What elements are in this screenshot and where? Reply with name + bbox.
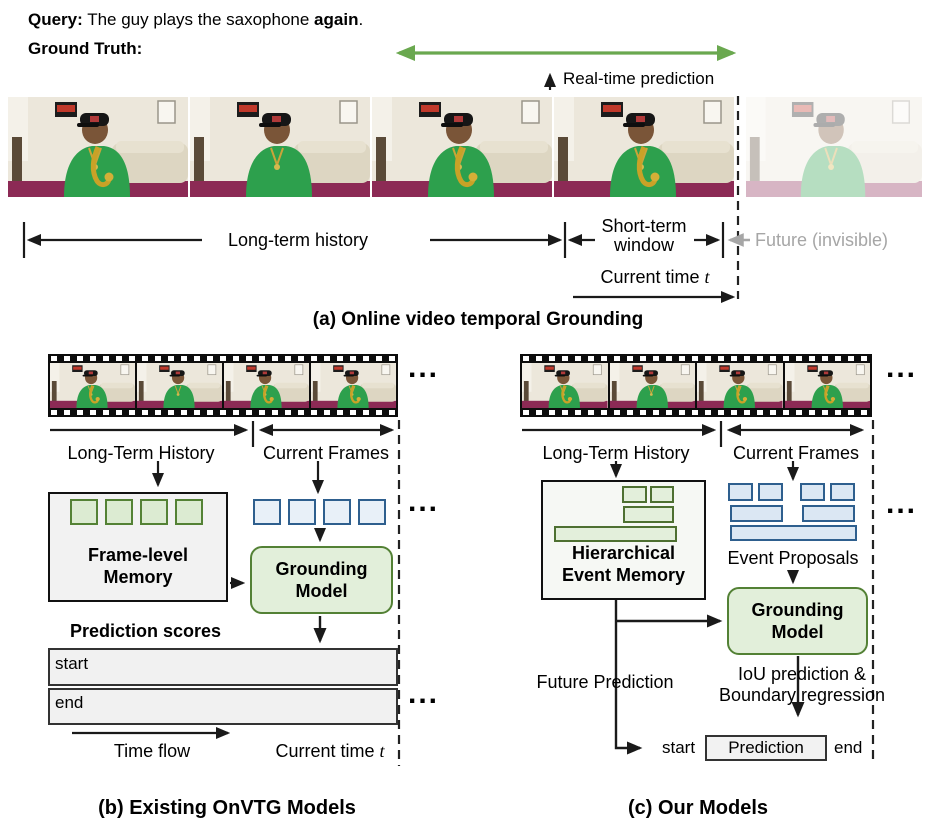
iou-boundary-label: IoU prediction &Boundary regression <box>718 664 886 705</box>
strip-frame <box>609 363 695 408</box>
event-proposal-segment <box>758 483 783 501</box>
event-proposal-segment-mid <box>730 505 783 522</box>
c-current-frames-label: Current Frames <box>732 443 860 463</box>
current-time-label-a: Current time t <box>600 267 710 287</box>
ellipsis-b-strip: ... <box>408 351 440 384</box>
video-frame-art <box>746 97 922 197</box>
start-score-plot <box>48 648 398 686</box>
query-label: Query: <box>28 10 83 29</box>
time-flow-label: Time flow <box>113 741 191 761</box>
memory-event-segment-long <box>554 526 677 542</box>
ellipsis-b-scores: ... <box>408 677 440 710</box>
sprocket-holes <box>51 410 395 415</box>
event-proposal-segment <box>728 483 753 501</box>
frame-feature-square <box>288 499 316 525</box>
frame-feature-square <box>253 499 281 525</box>
query-text: The guy plays the saxophone <box>82 10 315 29</box>
video-frame-art <box>8 97 188 197</box>
strip-frame <box>522 363 608 408</box>
video-frame <box>372 97 552 197</box>
film-strip-c <box>520 354 872 417</box>
sprocket-holes <box>523 356 869 361</box>
video-frame-art <box>137 363 222 408</box>
frame-feature-square <box>323 499 351 525</box>
start-label-c: start <box>662 738 696 757</box>
caption-c: (c) Our Models <box>627 797 769 819</box>
memory-event-segment <box>622 486 647 503</box>
sprocket-holes <box>523 410 869 415</box>
future-prediction-label: Future Prediction <box>536 672 674 692</box>
film-strip-b <box>48 354 398 417</box>
prediction-scores-label: Prediction scores <box>70 621 222 641</box>
query-line: Query: The guy plays the saxophone again… <box>28 10 363 30</box>
ellipsis-c-proposals: ... <box>886 487 918 520</box>
b-history-label: Long-Term History <box>67 443 215 463</box>
current-frame-feature-squares <box>253 499 386 525</box>
video-frame <box>8 97 188 197</box>
memory-feature-squares <box>70 499 203 525</box>
strip-frame <box>137 363 222 408</box>
caption-b: (b) Existing OnVTG Models <box>98 797 356 819</box>
current-time-label-b: Current time t <box>275 741 385 761</box>
b-current-frames-label: Current Frames <box>262 443 390 463</box>
long-term-history-label: Long-term history <box>227 230 369 250</box>
end-score-plot <box>48 688 398 725</box>
ellipsis-c-strip: ... <box>886 351 918 384</box>
frame-feature-square <box>358 499 386 525</box>
event-proposal-segment-long <box>730 525 857 541</box>
video-frame-art <box>50 363 135 408</box>
sprocket-holes <box>51 356 395 361</box>
video-frame-art <box>224 363 309 408</box>
realtime-prediction-label: Real-time prediction <box>563 69 715 88</box>
ground-truth-label: Ground Truth: <box>28 39 143 58</box>
event-proposals-label: Event Proposals <box>727 548 859 568</box>
memory-event-segment <box>650 486 674 503</box>
video-frame-art <box>522 363 608 408</box>
query-bold-word: again <box>314 10 359 29</box>
video-frame <box>554 97 734 197</box>
event-proposal-segment <box>830 483 855 501</box>
ellipsis-b-features: ... <box>408 485 440 518</box>
event-proposal-segment-mid <box>802 505 855 522</box>
strip-frame <box>697 363 783 408</box>
video-frame <box>190 97 370 197</box>
c-history-label: Long-Term History <box>542 443 690 463</box>
memory-feature-square <box>105 499 133 525</box>
strip-frame <box>311 363 396 408</box>
event-proposal-segment <box>800 483 825 501</box>
query-period: . <box>358 10 364 29</box>
video-frame-art <box>697 363 783 408</box>
video-frame-art <box>609 363 695 408</box>
video-frame-art <box>372 97 552 197</box>
video-frame-art <box>554 97 734 197</box>
memory-feature-square <box>70 499 98 525</box>
strip-frame <box>784 363 870 408</box>
video-frame-art <box>784 363 870 408</box>
memory-feature-square <box>140 499 168 525</box>
end-label-c: end <box>834 738 863 757</box>
start-label-b: start <box>55 654 89 673</box>
video-frame-art <box>311 363 396 408</box>
strip-frame <box>224 363 309 408</box>
caption-a: (a) Online video temporal Grounding <box>312 309 644 330</box>
video-frame-art <box>190 97 370 197</box>
prediction-output-box: Prediction <box>705 735 827 761</box>
memory-event-segment-mid <box>623 506 674 523</box>
strip-frame <box>50 363 135 408</box>
future-invisible-label: Future (invisible) <box>755 230 889 250</box>
c-memory-future-elbow-arrow <box>614 600 643 755</box>
end-label-b: end <box>55 693 84 712</box>
video-frame-future <box>746 97 922 197</box>
memory-feature-square <box>175 499 203 525</box>
